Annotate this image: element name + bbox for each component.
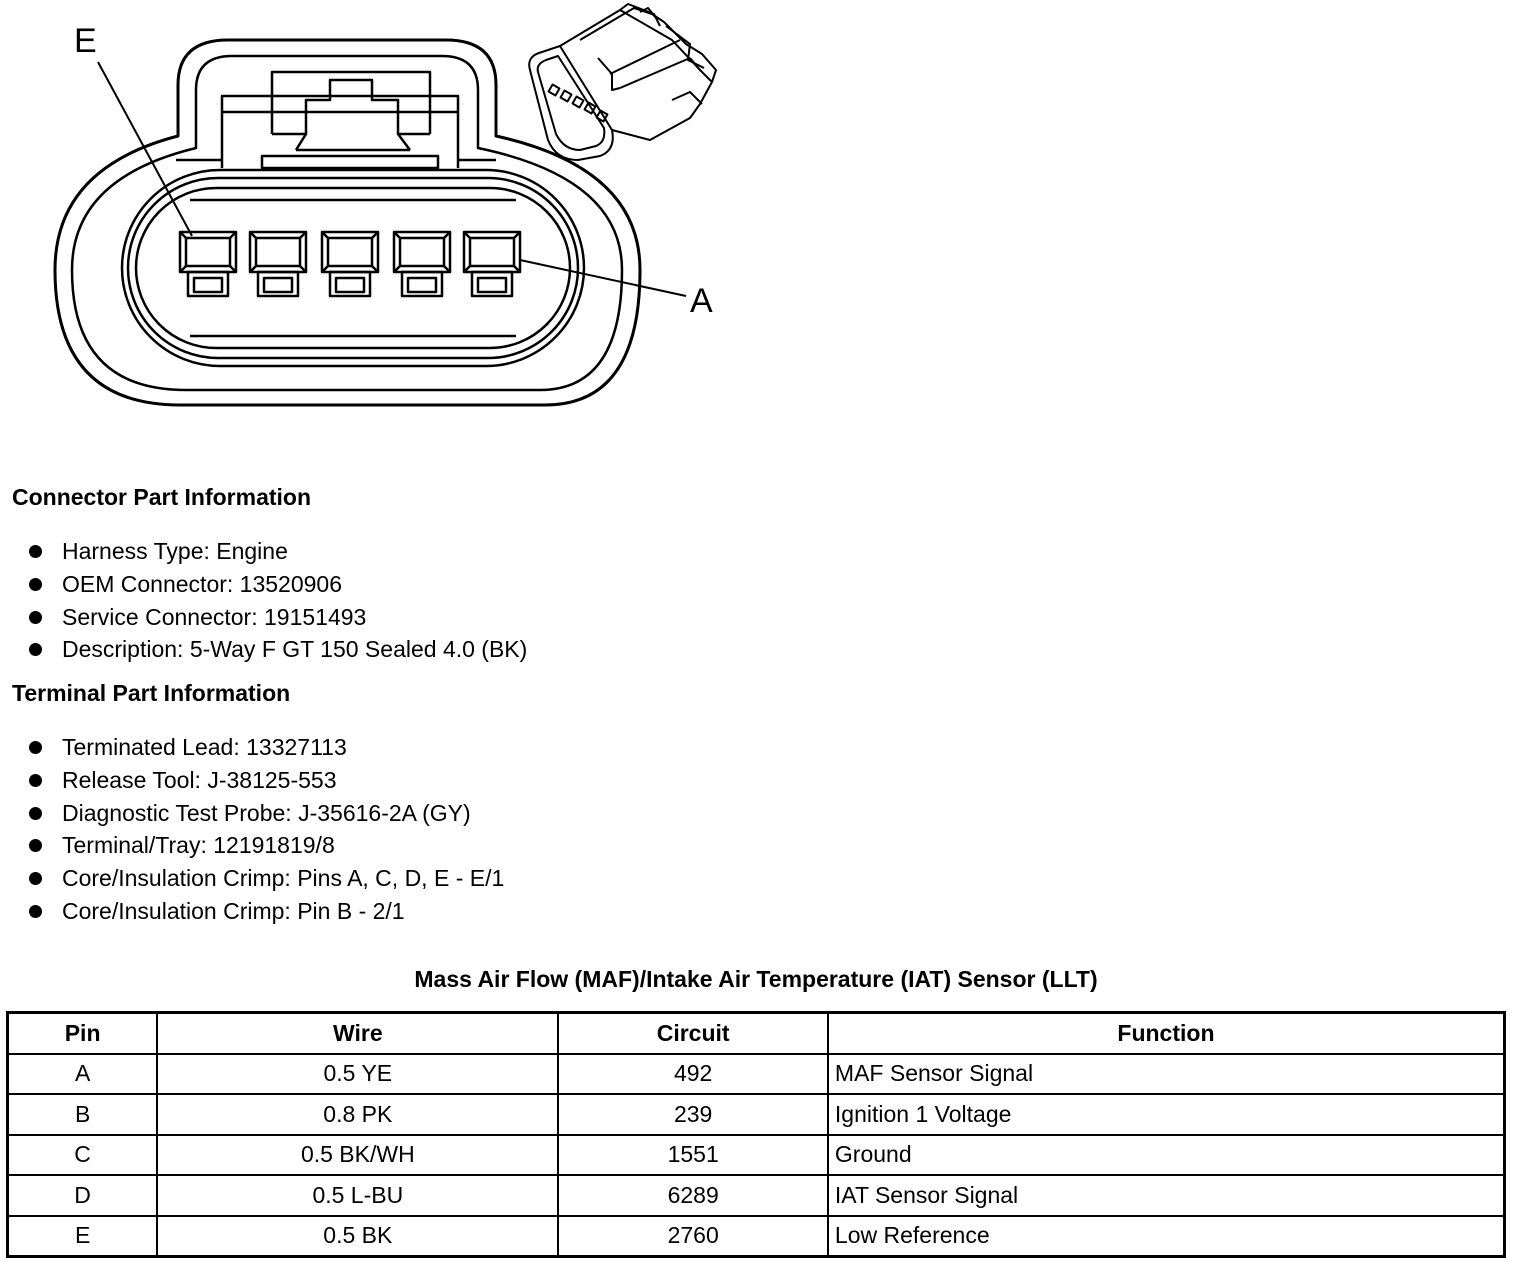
list-item-text: Release Tool: J-38125-553 [62,766,337,793]
terminal-part-info-heading: Terminal Part Information [12,680,291,706]
callout-label-a: A [690,282,713,320]
list-item-text: Harness Type: Engine [62,538,288,564]
cell-function: IAT Sensor Signal [826,1174,1506,1217]
bullet-icon [29,643,42,657]
cell-pin: B [6,1093,159,1136]
list-item: OEM Connector: 13520906 [0,568,527,601]
connector-housing-inner-outline [70,54,624,392]
connector-latch [176,70,496,170]
connector-housing-outline [53,38,642,407]
connector-face-diagram: E A [53,3,717,407]
list-item-text: Terminated Lead: 13327113 [62,734,347,760]
list-item-text: Core/Insulation Crimp: Pin B - 2/1 [62,897,405,924]
cell-function: Ground [826,1133,1506,1176]
cell-circuit: 6289 [557,1174,829,1217]
cell-wire: 0.5 L-BU [156,1174,560,1217]
callout-leader-a [519,259,687,297]
bullet-icon [29,610,42,624]
cell-circuit: 239 [557,1093,829,1136]
column-header-wire: Wire [156,1011,560,1055]
cell-pin: D [6,1174,159,1217]
bullet-icon [29,904,42,918]
connector-seal-ring-middle [126,176,580,360]
table-header-row: Pin Wire Circuit Function [6,1011,1506,1055]
cell-circuit: 1551 [557,1133,829,1176]
column-header-circuit: Circuit [557,1011,829,1055]
cell-pin: A [6,1052,159,1095]
connector-part-info-heading: Connector Part Information [12,484,312,510]
callout-label-e: E [74,22,97,60]
table-row: C 0.5 BK/WH 1551 Ground [6,1133,1506,1176]
cell-wire: 0.8 PK [156,1093,560,1136]
table-row: E 0.5 BK 2760 Low Reference [6,1214,1506,1258]
terminal-cavity [462,230,522,298]
column-header-pin: Pin [6,1011,159,1055]
bullet-icon [29,839,42,853]
bullet-icon [29,545,42,558]
connector-seal-ring-inner [134,186,572,350]
cell-circuit: 2760 [557,1214,829,1258]
cell-function: Low Reference [826,1214,1506,1258]
bullet-icon [29,577,42,591]
list-item: Service Connector: 19151493 [0,601,527,634]
bullet-icon [29,872,42,886]
pin-table: Pin Wire Circuit Function A 0.5 YE 492 M… [6,1011,1506,1258]
connector-seal-ring-outer [120,168,586,368]
list-item: Terminated Lead: 13327113 [0,731,504,764]
table-row: A 0.5 YE 492 MAF Sensor Signal [6,1052,1506,1095]
list-item-text: Core/Insulation Crimp: Pins A, C, D, E -… [62,865,505,892]
list-item-text: Service Connector: 19151493 [62,603,367,630]
list-item-text: Terminal/Tray: 12191819/8 [62,832,335,859]
terminal-cavity [178,230,238,298]
list-item: Core/Insulation Crimp: Pin B - 2/1 [0,895,504,928]
cell-wire: 0.5 YE [156,1052,560,1095]
cell-pin: C [6,1133,159,1176]
bullet-icon [29,773,42,787]
table-row: B 0.8 PK 239 Ignition 1 Voltage [6,1093,1506,1136]
list-item-text: Description: 5-Way F GT 150 Sealed 4.0 (… [62,636,528,663]
list-item: Description: 5-Way F GT 150 Sealed 4.0 (… [0,633,527,666]
cell-pin: E [6,1214,159,1258]
list-item-text: Diagnostic Test Probe: J-35616-2A (GY) [62,799,471,826]
callout-leader-e [97,61,193,237]
pin-table-title: Mass Air Flow (MAF)/Intake Air Temperatu… [414,966,1098,992]
cell-function: Ignition 1 Voltage [826,1093,1506,1136]
terminal-cavity [248,230,308,298]
cell-wire: 0.5 BK [156,1214,560,1258]
list-item: Terminal/Tray: 12191819/8 [0,829,504,862]
list-item: Diagnostic Test Probe: J-35616-2A (GY) [0,797,504,830]
list-item: Release Tool: J-38125-553 [0,764,504,797]
list-item: Core/Insulation Crimp: Pins A, C, D, E -… [0,862,504,895]
list-item-text: OEM Connector: 13520906 [62,570,343,597]
terminal-part-info-list: Terminated Lead: 13327113 Release Tool: … [0,731,504,928]
connector-seal-lines [190,198,516,338]
connector-3d-thumbnail [528,3,717,161]
bullet-icon [29,741,42,754]
terminal-cavity [392,230,452,298]
table-row: D 0.5 L-BU 6289 IAT Sensor Signal [6,1174,1506,1217]
terminal-cavity [320,230,380,298]
cell-function: MAF Sensor Signal [826,1052,1506,1095]
bullet-icon [29,806,42,820]
cell-circuit: 492 [557,1052,829,1095]
cell-wire: 0.5 BK/WH [156,1133,560,1176]
list-item: Harness Type: Engine [0,535,527,568]
column-header-function: Function [826,1011,1506,1055]
connector-part-info-list: Harness Type: Engine OEM Connector: 1352… [0,535,527,666]
